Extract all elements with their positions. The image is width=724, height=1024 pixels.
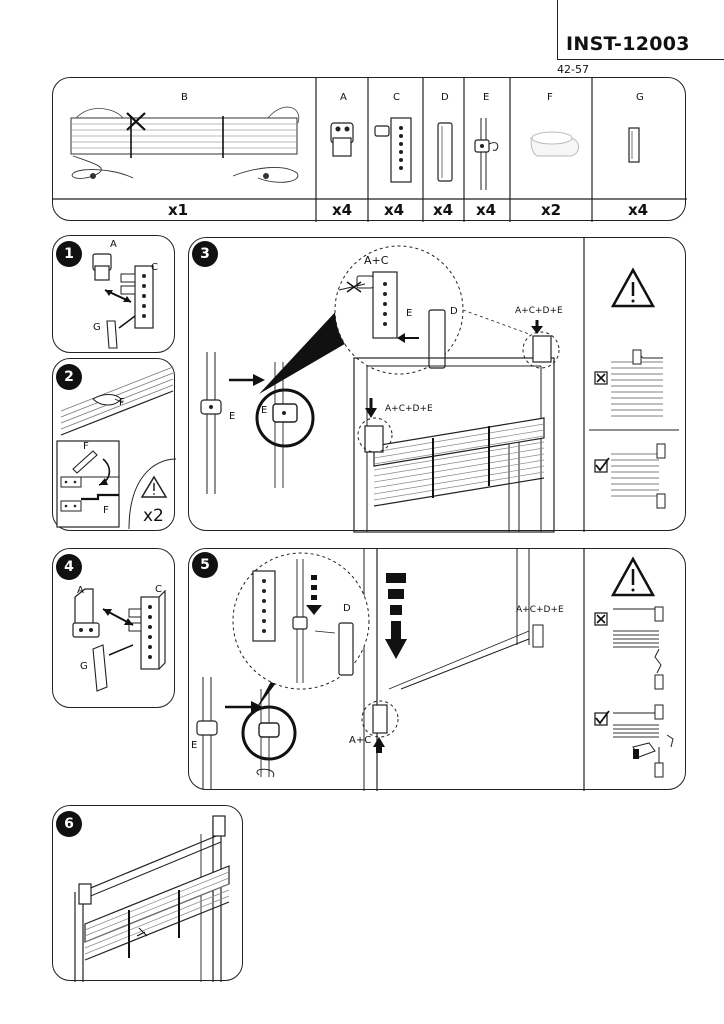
step-6-panel: 6: [52, 805, 243, 982]
document-range: 42-57: [557, 63, 589, 76]
part-f-support-illustration: [530, 131, 579, 157]
step-4-label-g: G: [80, 661, 88, 672]
step-4-panel: 4 A C G: [52, 548, 175, 708]
parts-panel-drawing: [53, 78, 687, 222]
step-3-label-ac: A+C: [364, 254, 389, 267]
part-a-clip-illustration: [330, 122, 354, 157]
part-g-qty: x4: [628, 201, 649, 219]
check-box-icon: [594, 712, 608, 726]
step-2-panel: 2 F F F x2: [52, 358, 177, 531]
step-2-label-f2: F: [83, 441, 89, 452]
part-c-qty: x4: [384, 201, 405, 219]
step-1-label-a: A: [110, 239, 117, 250]
part-g-label: G: [636, 92, 644, 103]
step-4-drawing: [72, 588, 166, 692]
document-code-box: [557, 0, 724, 60]
step-3-panel: 3 A+C E D A+C+D+E A+C+D+E E E: [188, 237, 686, 533]
step-3-label-acde1: A+C+D+E: [515, 306, 563, 316]
part-d-qty: x4: [433, 201, 454, 219]
step-4-badge: 4: [56, 554, 82, 580]
step-3-label-e1: E: [406, 308, 413, 319]
step-1-panel: 1 A C G: [52, 235, 175, 353]
step-3-label-e3: E: [261, 405, 268, 416]
step-5-label-e: E: [191, 740, 198, 751]
part-c-bracket-illustration: [374, 117, 412, 183]
step-5-panel: 5 D A+C+D+E A+C E: [188, 548, 686, 791]
step-5-label-acde: A+C+D+E: [516, 605, 564, 615]
step-6-badge: 6: [56, 811, 82, 837]
step-4-label-c: C: [155, 584, 162, 595]
step-6-drawing: [74, 815, 230, 982]
part-b-label: B: [181, 92, 188, 103]
step-2-label-f3: F: [103, 505, 109, 516]
step-3-drawing: [200, 238, 679, 533]
step-3-label-e2: E: [229, 411, 236, 422]
part-g-pad-illustration: [628, 127, 640, 163]
step-5-badge: 5: [192, 552, 218, 578]
part-f-label: F: [547, 92, 553, 103]
part-a-label: A: [340, 92, 347, 103]
step-2-label-f1: F: [119, 397, 125, 408]
step-2-drawing: [56, 366, 177, 530]
part-e-label: E: [483, 92, 490, 103]
step-5-label-d: D: [343, 603, 351, 614]
step-1-label-c: C: [151, 262, 158, 273]
step-1-drawing: [92, 253, 154, 349]
step-3-badge: 3: [192, 241, 218, 267]
step-3-label-d: D: [450, 306, 458, 317]
step-5-drawing: [196, 549, 674, 791]
step-1-label-g: G: [93, 322, 101, 333]
step-5-label-ac: A+C: [349, 735, 372, 746]
step-4-label-a: A: [77, 585, 84, 596]
step-3-label-acde2: A+C+D+E: [385, 404, 433, 414]
part-d-label: D: [441, 92, 449, 103]
part-c-label: C: [393, 92, 400, 103]
part-e-qty: x4: [476, 201, 497, 219]
parts-panel: B A C D E F G x1 x4 x4 x4 x4 x2 x4: [52, 77, 687, 222]
part-b-blind-illustration: [70, 106, 300, 183]
document-code: INST-12003: [566, 33, 690, 55]
part-e-cord-stopper-illustration: [474, 118, 499, 190]
part-a-qty: x4: [332, 201, 353, 219]
step-2-multiplier: x2: [143, 506, 164, 526]
step-2-badge: 2: [56, 364, 82, 390]
part-b-qty: x1: [168, 201, 189, 219]
step-1-badge: 1: [56, 241, 82, 267]
part-d-cap-illustration: [437, 122, 453, 182]
part-f-qty: x2: [541, 201, 562, 219]
check-box-icon: [594, 459, 608, 473]
